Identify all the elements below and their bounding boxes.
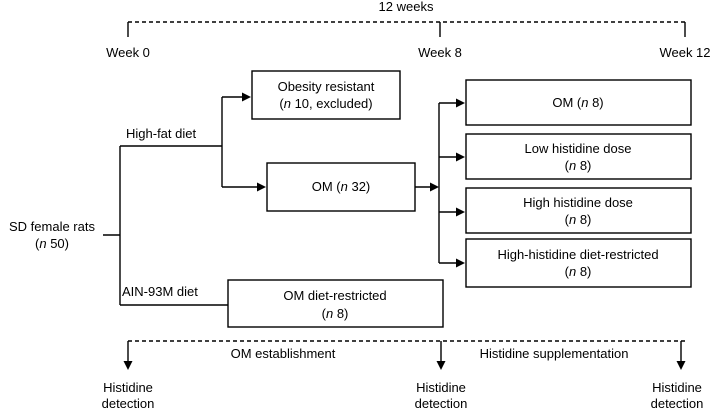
arrow-to-high-histidine (456, 207, 465, 217)
detection-week12-line1: Histidine (652, 380, 702, 395)
arrow-to-low-histidine (456, 152, 465, 162)
low-histidine-count: (n 8) (565, 158, 592, 173)
arrow-down-week0 (123, 361, 133, 370)
om-diet-restricted-title: OM diet-restricted (283, 288, 386, 303)
high-fat-diet-label: High-fat diet (126, 126, 196, 141)
detection-week0-line2: detection (102, 396, 155, 410)
low-histidine-box: Low histidine dose (n 8) (465, 133, 692, 180)
top-timeline: 12 weeks Week 0 Week 8 Week 12 (106, 0, 710, 60)
arrow-down-week12 (676, 361, 686, 370)
high-histidine-box: High histidine dose (n 8) (465, 187, 692, 234)
week8-label: Week 8 (418, 45, 462, 60)
arrow-to-om32 (257, 182, 266, 192)
arrow-down-week8 (436, 361, 446, 370)
detection-week12-line2: detection (651, 396, 704, 410)
start-label: SD female rats (9, 219, 95, 234)
high-histidine-restricted-title: High-histidine diet-restricted (497, 247, 658, 262)
high-fat-fork (221, 92, 266, 192)
high-histidine-count: (n 8) (565, 212, 592, 227)
om-diet-restricted-count: (n 8) (322, 306, 349, 321)
om-diet-restricted-box: OM diet-restricted (n 8) (227, 279, 444, 328)
start-node: SD female rats (n 50) (9, 219, 95, 251)
start-count: (n 50) (35, 236, 69, 251)
high-histidine-restricted-count: (n 8) (565, 264, 592, 279)
bottom-timeline: OM establishment Histidine supplementati… (102, 340, 704, 410)
om32-to-groups-connector (415, 98, 465, 268)
om8-box: OM (n 8) (465, 79, 692, 126)
arrow-to-om8 (456, 98, 465, 108)
om32-box: OM (n 32) (266, 162, 416, 212)
detection-week8-line2: detection (415, 396, 468, 410)
week0-label: Week 0 (106, 45, 150, 60)
obesity-resistant-title: Obesity resistant (278, 79, 375, 94)
start-branch-lines: High-fat diet AIN-93M diet (103, 126, 228, 306)
detection-week8-line1: Histidine (416, 380, 466, 395)
om32-label: OM (n 32) (312, 179, 371, 194)
duration-label: 12 weeks (379, 0, 434, 14)
detection-week0-line1: Histidine (103, 380, 153, 395)
om-establishment-label: OM establishment (231, 346, 336, 361)
obesity-resistant-count: (n 10, excluded) (279, 96, 372, 111)
arrow-to-obesity-resistant (242, 92, 251, 102)
week12-label: Week 12 (659, 45, 710, 60)
histidine-supplementation-label: Histidine supplementation (480, 346, 629, 361)
low-histidine-title: Low histidine dose (525, 141, 632, 156)
high-histidine-restricted-box: High-histidine diet-restricted (n 8) (465, 238, 692, 288)
om8-label: OM (n 8) (552, 95, 603, 110)
ain-diet-label: AIN-93M diet (122, 284, 198, 299)
high-histidine-title: High histidine dose (523, 195, 633, 210)
obesity-resistant-box: Obesity resistant (n 10, excluded) (251, 70, 401, 120)
arrow-to-high-histidine-restricted (456, 258, 465, 268)
